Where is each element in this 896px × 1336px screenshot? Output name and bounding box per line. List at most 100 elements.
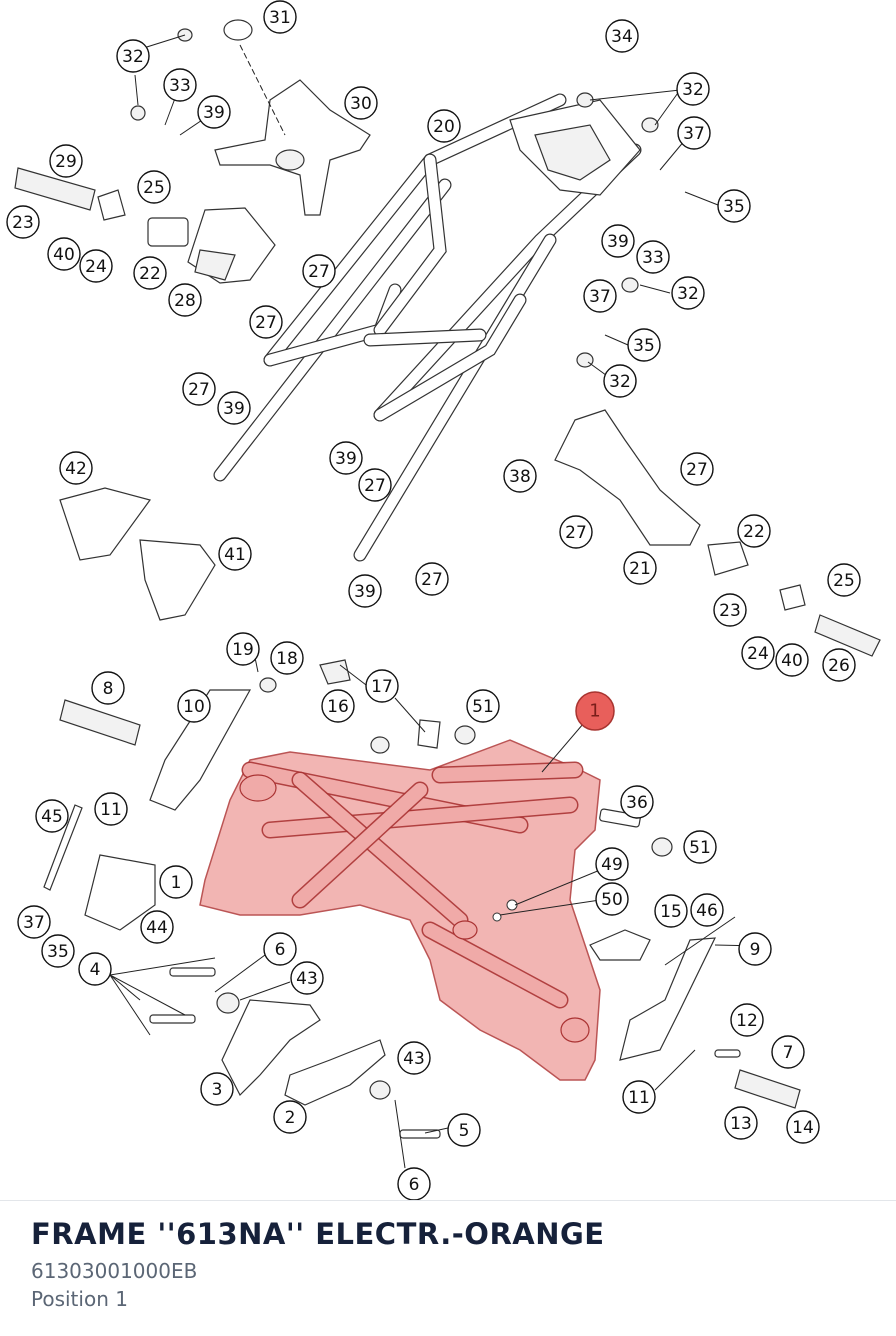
callout-25[interactable]: 25 — [827, 563, 861, 597]
callout-42[interactable]: 42 — [59, 451, 93, 485]
callout-37[interactable]: 37 — [583, 279, 617, 313]
callout-circle — [79, 249, 113, 283]
callout-circle — [159, 865, 193, 899]
callout-35[interactable]: 35 — [717, 189, 751, 223]
callout-6[interactable]: 6 — [263, 932, 297, 966]
callout-13[interactable]: 13 — [724, 1106, 758, 1140]
highlight-badge-label: 1 — [589, 701, 600, 722]
callout-41[interactable]: 41 — [218, 537, 252, 571]
callout-circle — [140, 910, 174, 944]
callout-24[interactable]: 24 — [741, 636, 775, 670]
callout-27[interactable]: 27 — [559, 515, 593, 549]
callout-30[interactable]: 30 — [344, 86, 378, 120]
callout-45[interactable]: 45 — [35, 799, 69, 833]
callout-46[interactable]: 46 — [690, 893, 724, 927]
callout-circle — [78, 952, 112, 986]
callout-31[interactable]: 31 — [263, 0, 297, 34]
callout-circle — [683, 830, 717, 864]
callout-26[interactable]: 26 — [822, 648, 856, 682]
callout-43[interactable]: 43 — [290, 961, 324, 995]
callout-33[interactable]: 33 — [636, 240, 670, 274]
callout-number: 6 — [275, 940, 286, 960]
callout-1[interactable]: 1 — [159, 865, 193, 899]
callout-number: 41 — [224, 545, 246, 565]
callout-number: 19 — [232, 640, 254, 660]
callout-circle — [730, 1003, 764, 1037]
callout-16[interactable]: 16 — [321, 689, 355, 723]
callout-number: 29 — [55, 152, 77, 172]
callout-43[interactable]: 43 — [397, 1041, 431, 1075]
callout-39[interactable]: 39 — [217, 391, 251, 425]
callout-3[interactable]: 3 — [200, 1072, 234, 1106]
callout-circle — [775, 643, 809, 677]
callout-27[interactable]: 27 — [358, 468, 392, 502]
part-title: FRAME ''613NA'' ELECTR.-ORANGE — [31, 1217, 605, 1251]
callout-44[interactable]: 44 — [140, 910, 174, 944]
callout-number: 37 — [683, 124, 705, 144]
callout-37[interactable]: 37 — [17, 905, 51, 939]
callout-39[interactable]: 39 — [601, 224, 635, 258]
callout-35[interactable]: 35 — [41, 934, 75, 968]
callout-32[interactable]: 32 — [603, 364, 637, 398]
callout-27[interactable]: 27 — [302, 254, 336, 288]
callout-39[interactable]: 39 — [329, 441, 363, 475]
callout-33[interactable]: 33 — [163, 68, 197, 102]
callout-19[interactable]: 19 — [226, 632, 260, 666]
callout-32[interactable]: 32 — [671, 276, 705, 310]
callout-11[interactable]: 11 — [622, 1080, 656, 1114]
callout-circle — [447, 1113, 481, 1147]
callout-number: 16 — [327, 697, 349, 717]
callout-2[interactable]: 2 — [273, 1100, 307, 1134]
callout-29[interactable]: 29 — [49, 144, 83, 178]
callout-27[interactable]: 27 — [680, 452, 714, 486]
callout-5[interactable]: 5 — [447, 1113, 481, 1147]
callout-17[interactable]: 17 — [365, 669, 399, 703]
callout-40[interactable]: 40 — [47, 237, 81, 271]
callout-18[interactable]: 18 — [270, 641, 304, 675]
callout-number: 10 — [183, 697, 205, 717]
callout-40[interactable]: 40 — [775, 643, 809, 677]
callout-23[interactable]: 23 — [713, 593, 747, 627]
callout-22[interactable]: 22 — [737, 514, 771, 548]
callout-20[interactable]: 20 — [427, 109, 461, 143]
callout-35[interactable]: 35 — [627, 328, 661, 362]
highlight-badge[interactable]: 1 — [575, 691, 615, 731]
callout-32[interactable]: 32 — [116, 39, 150, 73]
callout-34[interactable]: 34 — [605, 19, 639, 53]
callout-21[interactable]: 21 — [623, 551, 657, 585]
callout-9[interactable]: 9 — [738, 932, 772, 966]
callout-32[interactable]: 32 — [676, 72, 710, 106]
callout-4[interactable]: 4 — [78, 952, 112, 986]
callout-23[interactable]: 23 — [6, 205, 40, 239]
callout-27[interactable]: 27 — [415, 562, 449, 596]
callout-10[interactable]: 10 — [177, 689, 211, 723]
callout-49[interactable]: 49 — [595, 847, 629, 881]
callout-8[interactable]: 8 — [91, 671, 125, 705]
callout-27[interactable]: 27 — [249, 305, 283, 339]
callout-36[interactable]: 36 — [620, 785, 654, 819]
callout-39[interactable]: 39 — [197, 95, 231, 129]
callout-22[interactable]: 22 — [133, 256, 167, 290]
callout-11[interactable]: 11 — [94, 792, 128, 826]
callout-12[interactable]: 12 — [730, 1003, 764, 1037]
callout-number: 24 — [85, 257, 107, 277]
callout-37[interactable]: 37 — [677, 116, 711, 150]
callout-14[interactable]: 14 — [786, 1110, 820, 1144]
callout-circle — [168, 283, 202, 317]
callout-51[interactable]: 51 — [466, 689, 500, 723]
callout-6[interactable]: 6 — [397, 1167, 431, 1200]
callout-25[interactable]: 25 — [137, 170, 171, 204]
callout-15[interactable]: 15 — [654, 894, 688, 928]
callout-39[interactable]: 39 — [348, 574, 382, 608]
callout-7[interactable]: 7 — [771, 1035, 805, 1069]
callout-51[interactable]: 51 — [683, 830, 717, 864]
callout-circle — [690, 893, 724, 927]
callout-50[interactable]: 50 — [595, 882, 629, 916]
callout-24[interactable]: 24 — [79, 249, 113, 283]
callout-38[interactable]: 38 — [503, 459, 537, 493]
callout-circle — [263, 0, 297, 34]
callout-28[interactable]: 28 — [168, 283, 202, 317]
callout-number: 11 — [100, 800, 122, 820]
callout-27[interactable]: 27 — [182, 372, 216, 406]
